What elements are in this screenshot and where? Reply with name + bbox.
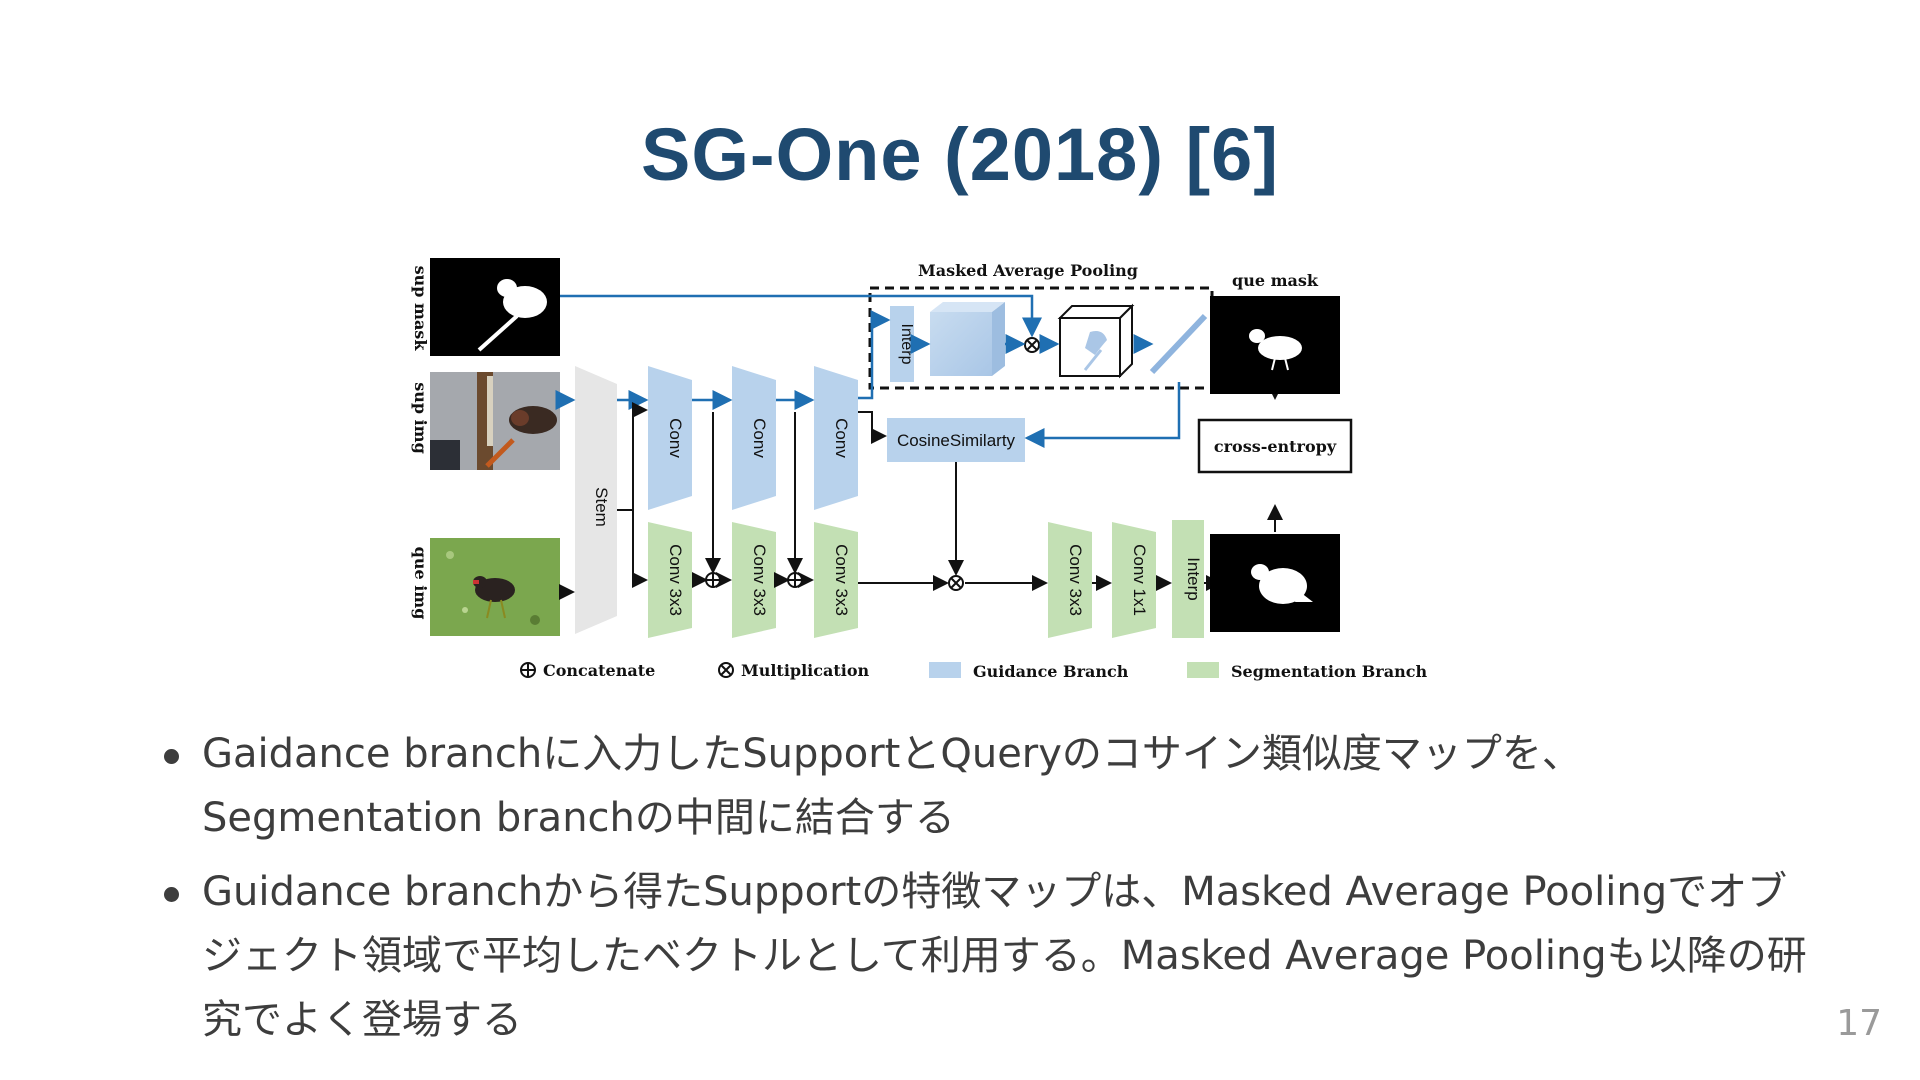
multiply-node	[948, 575, 964, 591]
legend-concat-label: Concatenate	[543, 661, 655, 680]
guidance-conv-2-label: Conv	[750, 418, 769, 458]
stem-label: Stem	[592, 487, 611, 527]
legend-guidance-label: Guidance Branch	[973, 662, 1129, 681]
head-conv-3x3: Conv 3x3	[1048, 522, 1092, 638]
legend-multiply-label: Multiplication	[741, 661, 869, 680]
que-mask-image	[1210, 296, 1340, 394]
guidance-conv-1: Conv	[648, 366, 692, 510]
bullet-list: Gaidance branchに入力したSupportとQueryのコサイン類似…	[160, 722, 1820, 1062]
sup-img-image	[430, 372, 560, 470]
guidance-conv-1-label: Conv	[666, 418, 685, 458]
masked-average-pooling-box: Masked Average Pooling Interp	[868, 261, 1214, 390]
head-conv-3x3-label: Conv 3x3	[1066, 544, 1085, 616]
cross-entropy-label: cross-entropy	[1214, 437, 1337, 456]
map-interp-label: Interp	[898, 324, 915, 365]
page-number: 17	[1836, 1003, 1882, 1044]
legend-guidance-swatch	[929, 662, 961, 678]
legend-concat-icon	[520, 662, 536, 678]
seg-conv-2: Conv 3x3	[732, 522, 776, 638]
seg-conv-1-label: Conv 3x3	[666, 544, 685, 616]
predicted-mask-image	[1210, 534, 1340, 632]
bullet-item-2: Guidance branchから得たSupportの特徴マップは、Masked…	[160, 860, 1820, 1052]
cross-entropy-block: cross-entropy	[1197, 418, 1353, 474]
cosine-similarity-block: CosineSimilarty	[887, 418, 1025, 462]
row-label-que-img: que img	[411, 547, 430, 620]
head-conv-1x1-label: Conv 1x1	[1130, 544, 1149, 616]
que-img-image	[430, 538, 560, 636]
head-interp: Interp	[1172, 520, 1204, 638]
legend-multiply-icon	[718, 662, 734, 678]
legend: Concatenate Multiplication Guidance Bran…	[520, 661, 1427, 681]
seg-conv-3: Conv 3x3	[814, 522, 858, 638]
stem-block: Stem	[575, 366, 617, 634]
cosine-label: CosineSimilarty	[897, 431, 1016, 450]
sup-mask-image	[430, 258, 560, 356]
legend-segmentation-swatch	[1187, 662, 1219, 678]
seg-conv-3-label: Conv 3x3	[832, 544, 851, 616]
sg-one-architecture-diagram: sup mask sup img que img Stem	[411, 258, 1427, 681]
seg-conv-1: Conv 3x3	[648, 522, 692, 638]
row-label-sup-img: sup img	[411, 382, 430, 454]
bullet-item-1: Gaidance branchに入力したSupportとQueryのコサイン類似…	[160, 722, 1820, 850]
que-mask-label: que mask	[1232, 271, 1319, 290]
head-conv-1x1: Conv 1x1	[1112, 522, 1156, 638]
map-title: Masked Average Pooling	[918, 261, 1138, 280]
concat-node-2	[787, 572, 803, 588]
row-label-sup-mask: sup mask	[411, 266, 430, 352]
concat-node-1	[705, 572, 721, 588]
guidance-arrows	[555, 294, 1181, 448]
seg-conv-2-label: Conv 3x3	[750, 544, 769, 616]
guidance-conv-3-label: Conv	[832, 418, 851, 458]
guidance-conv-3: Conv	[814, 366, 858, 510]
head-interp-label: Interp	[1184, 557, 1203, 600]
guidance-conv-2: Conv	[732, 366, 776, 510]
slide-title: SG-One (2018) [6]	[641, 113, 1279, 196]
legend-segmentation-label: Segmentation Branch	[1231, 662, 1427, 681]
